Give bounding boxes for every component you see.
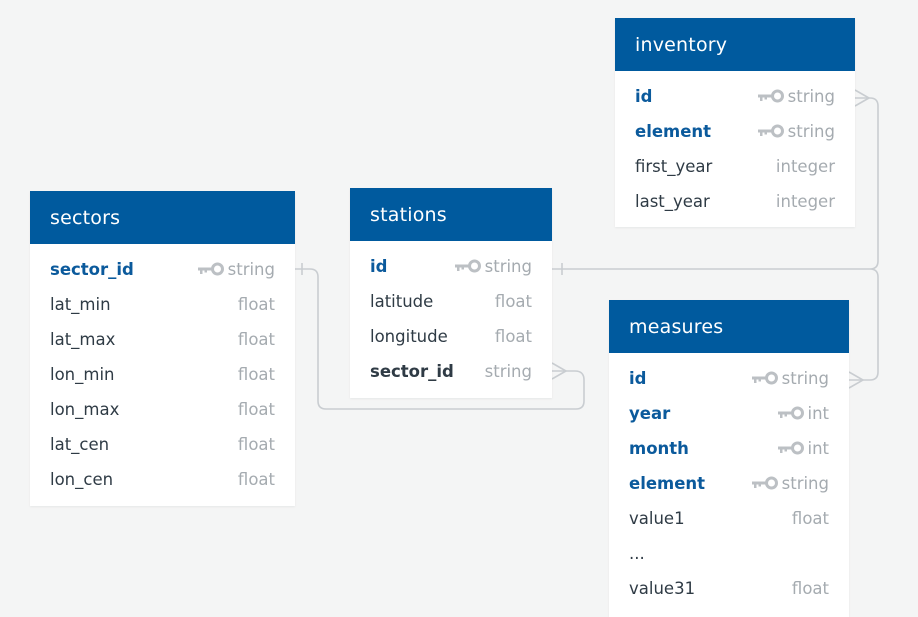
field-type: string xyxy=(781,474,829,493)
field-name: element xyxy=(635,122,712,141)
table-title: inventory xyxy=(635,33,728,56)
primary-key-icon xyxy=(778,441,804,455)
field-type: float xyxy=(791,509,829,528)
field-row[interactable]: id string xyxy=(609,361,849,396)
field-row[interactable]: value1 float xyxy=(609,501,849,536)
field-name: id xyxy=(629,369,647,388)
field-list: id string year int month int element string valu… xyxy=(609,353,849,610)
field-name: year xyxy=(629,404,671,423)
connector-many-marker xyxy=(551,362,568,380)
connector-many-marker xyxy=(854,89,871,107)
field-row[interactable]: lon_max float xyxy=(30,392,295,427)
field-name: id xyxy=(370,257,388,276)
table-header[interactable]: inventory xyxy=(615,18,855,71)
field-name: value1 xyxy=(629,509,685,528)
field-name: lon_min xyxy=(50,365,115,384)
field-row[interactable]: element string xyxy=(615,114,855,149)
primary-key-icon xyxy=(752,371,778,385)
field-name: lat_min xyxy=(50,295,111,314)
field-type: float xyxy=(237,295,275,314)
field-type: string xyxy=(787,122,835,141)
field-name: longitude xyxy=(370,327,448,346)
primary-key-icon xyxy=(455,259,481,273)
primary-key-icon xyxy=(758,89,784,103)
table-header[interactable]: measures xyxy=(609,300,849,353)
field-type: float xyxy=(494,327,532,346)
field-row[interactable]: element string xyxy=(609,466,849,501)
field-row[interactable]: ... xyxy=(609,536,849,571)
field-name: last_year xyxy=(635,192,710,211)
table-measures[interactable]: measures id string year int month int element s… xyxy=(609,300,849,617)
field-row[interactable]: last_year integer xyxy=(615,184,855,219)
field-type: float xyxy=(237,365,275,384)
table-header[interactable]: stations xyxy=(350,188,552,241)
connector-many-marker xyxy=(848,371,865,389)
field-row[interactable]: month int xyxy=(609,431,849,466)
primary-key-icon xyxy=(758,124,784,138)
field-row[interactable]: lat_cen float xyxy=(30,427,295,462)
field-row[interactable]: value31 float xyxy=(609,571,849,606)
field-name: first_year xyxy=(635,157,713,176)
field-name: sector_id xyxy=(370,362,454,381)
field-list: id string latitude float longitude float secto… xyxy=(350,241,552,393)
field-type: string xyxy=(227,260,275,279)
field-type: integer xyxy=(775,157,835,176)
field-type: integer xyxy=(775,192,835,211)
field-type: float xyxy=(494,292,532,311)
field-type: string xyxy=(484,362,532,381)
table-header[interactable]: sectors xyxy=(30,191,295,244)
table-title: measures xyxy=(629,315,724,338)
field-name: sector_id xyxy=(50,260,134,279)
field-type: float xyxy=(237,400,275,419)
field-type: float xyxy=(237,330,275,349)
table-title: sectors xyxy=(50,206,121,229)
field-row[interactable]: lon_cen float xyxy=(30,462,295,497)
field-row[interactable]: id string xyxy=(615,79,855,114)
field-row[interactable]: sector_id string xyxy=(30,252,295,287)
field-name: lat_cen xyxy=(50,435,110,454)
field-name: ... xyxy=(629,544,645,563)
field-type: float xyxy=(237,435,275,454)
primary-key-icon xyxy=(198,262,224,276)
table-stations[interactable]: stations id string latitude float longitude f… xyxy=(350,188,552,398)
field-name: lon_max xyxy=(50,400,120,419)
table-title: stations xyxy=(370,203,447,226)
field-type: int xyxy=(807,439,829,458)
field-row[interactable]: id string xyxy=(350,249,552,284)
field-type: string xyxy=(484,257,532,276)
field-row[interactable]: latitude float xyxy=(350,284,552,319)
field-name: latitude xyxy=(370,292,434,311)
field-row[interactable]: sector_id string xyxy=(350,354,552,389)
field-type: float xyxy=(791,579,829,598)
field-name: lat_max xyxy=(50,330,116,349)
field-row[interactable]: lat_max float xyxy=(30,322,295,357)
field-name: value31 xyxy=(629,579,696,598)
field-name: month xyxy=(629,439,689,458)
field-row[interactable]: first_year integer xyxy=(615,149,855,184)
field-name: element xyxy=(629,474,706,493)
field-row[interactable]: lon_min float xyxy=(30,357,295,392)
field-type: float xyxy=(237,470,275,489)
field-type: string xyxy=(787,87,835,106)
field-type: int xyxy=(807,404,829,423)
primary-key-icon xyxy=(752,476,778,490)
field-row[interactable]: lat_min float xyxy=(30,287,295,322)
field-name: id xyxy=(635,87,653,106)
field-name: lon_cen xyxy=(50,470,114,489)
table-inventory[interactable]: inventory id string element string first_yea… xyxy=(615,18,855,227)
field-row[interactable]: year int xyxy=(609,396,849,431)
field-type: string xyxy=(781,369,829,388)
primary-key-icon xyxy=(778,406,804,420)
field-row[interactable]: longitude float xyxy=(350,319,552,354)
